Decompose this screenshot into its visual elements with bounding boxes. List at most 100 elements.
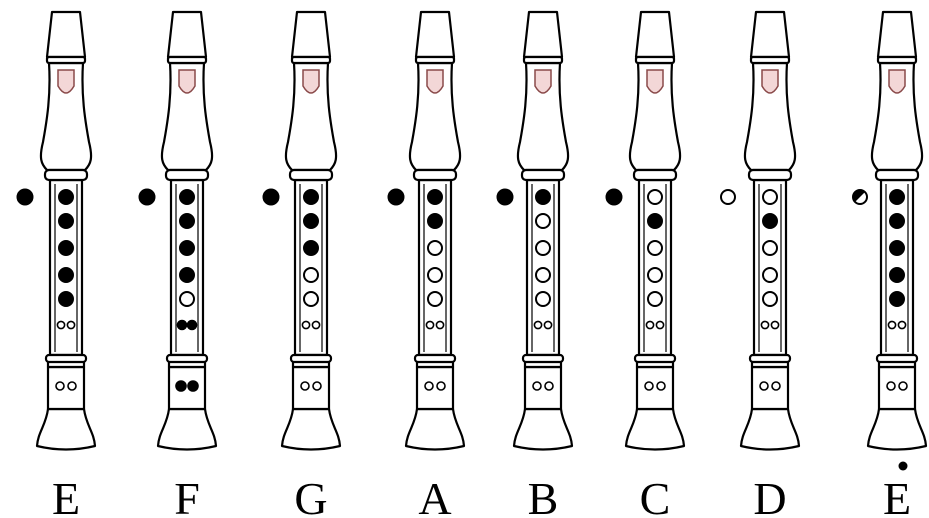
mouthpiece-ring bbox=[749, 55, 791, 65]
mouthpiece-ring bbox=[414, 55, 456, 65]
note-label: E bbox=[883, 473, 911, 518]
mouthpiece-ring bbox=[166, 55, 208, 65]
open-hole bbox=[535, 240, 551, 256]
thumb-hole-closed bbox=[138, 188, 156, 206]
recorder-6: C bbox=[605, 10, 686, 518]
mouthpiece-ring bbox=[290, 55, 332, 65]
open-double-hole bbox=[770, 320, 780, 330]
open-double-hole bbox=[887, 320, 897, 330]
open-double-hole bbox=[543, 320, 553, 330]
thumb-hole-closed bbox=[496, 188, 514, 206]
foot-joint bbox=[291, 365, 331, 411]
open-foot-hole bbox=[898, 381, 908, 391]
recorder-4: A bbox=[387, 10, 466, 518]
open-hole bbox=[762, 291, 778, 307]
mouthpiece bbox=[166, 10, 208, 59]
open-foot-hole bbox=[424, 381, 434, 391]
foot-joint bbox=[46, 365, 86, 411]
open-foot-hole bbox=[759, 381, 769, 391]
open-double-hole bbox=[645, 320, 655, 330]
closed-hole bbox=[889, 267, 905, 283]
open-hole bbox=[179, 291, 195, 307]
mouthpiece bbox=[876, 10, 918, 59]
open-hole bbox=[647, 267, 663, 283]
closed-hole bbox=[58, 267, 74, 283]
open-hole bbox=[427, 240, 443, 256]
mouthpiece bbox=[290, 10, 332, 59]
octave-dot bbox=[898, 461, 908, 471]
upper-ring bbox=[520, 168, 566, 182]
mouthpiece bbox=[749, 10, 791, 59]
foot-joint bbox=[167, 365, 207, 411]
open-foot-hole bbox=[532, 381, 542, 391]
open-hole bbox=[427, 267, 443, 283]
window bbox=[302, 69, 320, 94]
upper-ring bbox=[874, 168, 920, 182]
mouthpiece-ring bbox=[45, 55, 87, 65]
open-double-hole bbox=[533, 320, 543, 330]
recorder-5: B bbox=[496, 10, 574, 518]
open-hole bbox=[762, 267, 778, 283]
lower-ring bbox=[413, 353, 457, 364]
open-hole bbox=[647, 291, 663, 307]
closed-hole bbox=[535, 189, 551, 205]
recorder-7: D bbox=[720, 10, 801, 518]
closed-hole bbox=[179, 189, 195, 205]
open-hole bbox=[762, 240, 778, 256]
open-foot-hole bbox=[67, 381, 77, 391]
open-foot-hole bbox=[656, 381, 666, 391]
open-hole bbox=[535, 213, 551, 229]
closed-hole bbox=[427, 189, 443, 205]
closed-hole bbox=[303, 213, 319, 229]
closed-hole bbox=[889, 291, 905, 307]
note-label: F bbox=[174, 473, 200, 518]
closed-double-hole bbox=[176, 319, 188, 331]
closed-hole bbox=[762, 213, 778, 229]
upper-ring bbox=[632, 168, 678, 182]
open-double-hole bbox=[311, 320, 321, 330]
bell bbox=[404, 407, 466, 451]
mouthpiece-ring bbox=[522, 55, 564, 65]
window bbox=[646, 69, 664, 94]
thumb-hole-closed bbox=[605, 188, 623, 206]
closed-hole bbox=[889, 213, 905, 229]
mouthpiece-ring bbox=[634, 55, 676, 65]
bell bbox=[35, 407, 97, 451]
mouthpiece bbox=[634, 10, 676, 59]
closed-hole bbox=[889, 189, 905, 205]
closed-foot-hole bbox=[187, 380, 199, 392]
recorder-3: G bbox=[262, 10, 342, 518]
closed-hole bbox=[179, 213, 195, 229]
open-hole bbox=[535, 267, 551, 283]
closed-hole bbox=[427, 213, 443, 229]
foot-joint bbox=[635, 365, 675, 411]
upper-ring bbox=[288, 168, 334, 182]
upper-ring bbox=[164, 168, 210, 182]
thumb-hole-closed bbox=[262, 188, 280, 206]
closed-hole bbox=[58, 240, 74, 256]
closed-foot-hole bbox=[175, 380, 187, 392]
recorder-8: E bbox=[852, 10, 928, 518]
window bbox=[57, 69, 75, 94]
open-foot-hole bbox=[55, 381, 65, 391]
closed-hole bbox=[179, 267, 195, 283]
window bbox=[178, 69, 196, 94]
closed-hole bbox=[58, 189, 74, 205]
bell bbox=[624, 407, 686, 451]
lower-ring bbox=[165, 353, 209, 364]
foot-joint bbox=[750, 365, 790, 411]
upper-ring bbox=[747, 168, 793, 182]
open-foot-hole bbox=[771, 381, 781, 391]
bell bbox=[512, 407, 574, 451]
closed-hole bbox=[647, 213, 663, 229]
thumb-hole-closed bbox=[16, 188, 34, 206]
note-label: A bbox=[418, 473, 451, 518]
open-foot-hole bbox=[300, 381, 310, 391]
open-foot-hole bbox=[644, 381, 654, 391]
open-hole bbox=[303, 267, 319, 283]
note-label: G bbox=[294, 473, 327, 518]
bell bbox=[866, 407, 928, 451]
open-foot-hole bbox=[436, 381, 446, 391]
closed-hole bbox=[179, 240, 195, 256]
note-label: B bbox=[528, 473, 559, 518]
